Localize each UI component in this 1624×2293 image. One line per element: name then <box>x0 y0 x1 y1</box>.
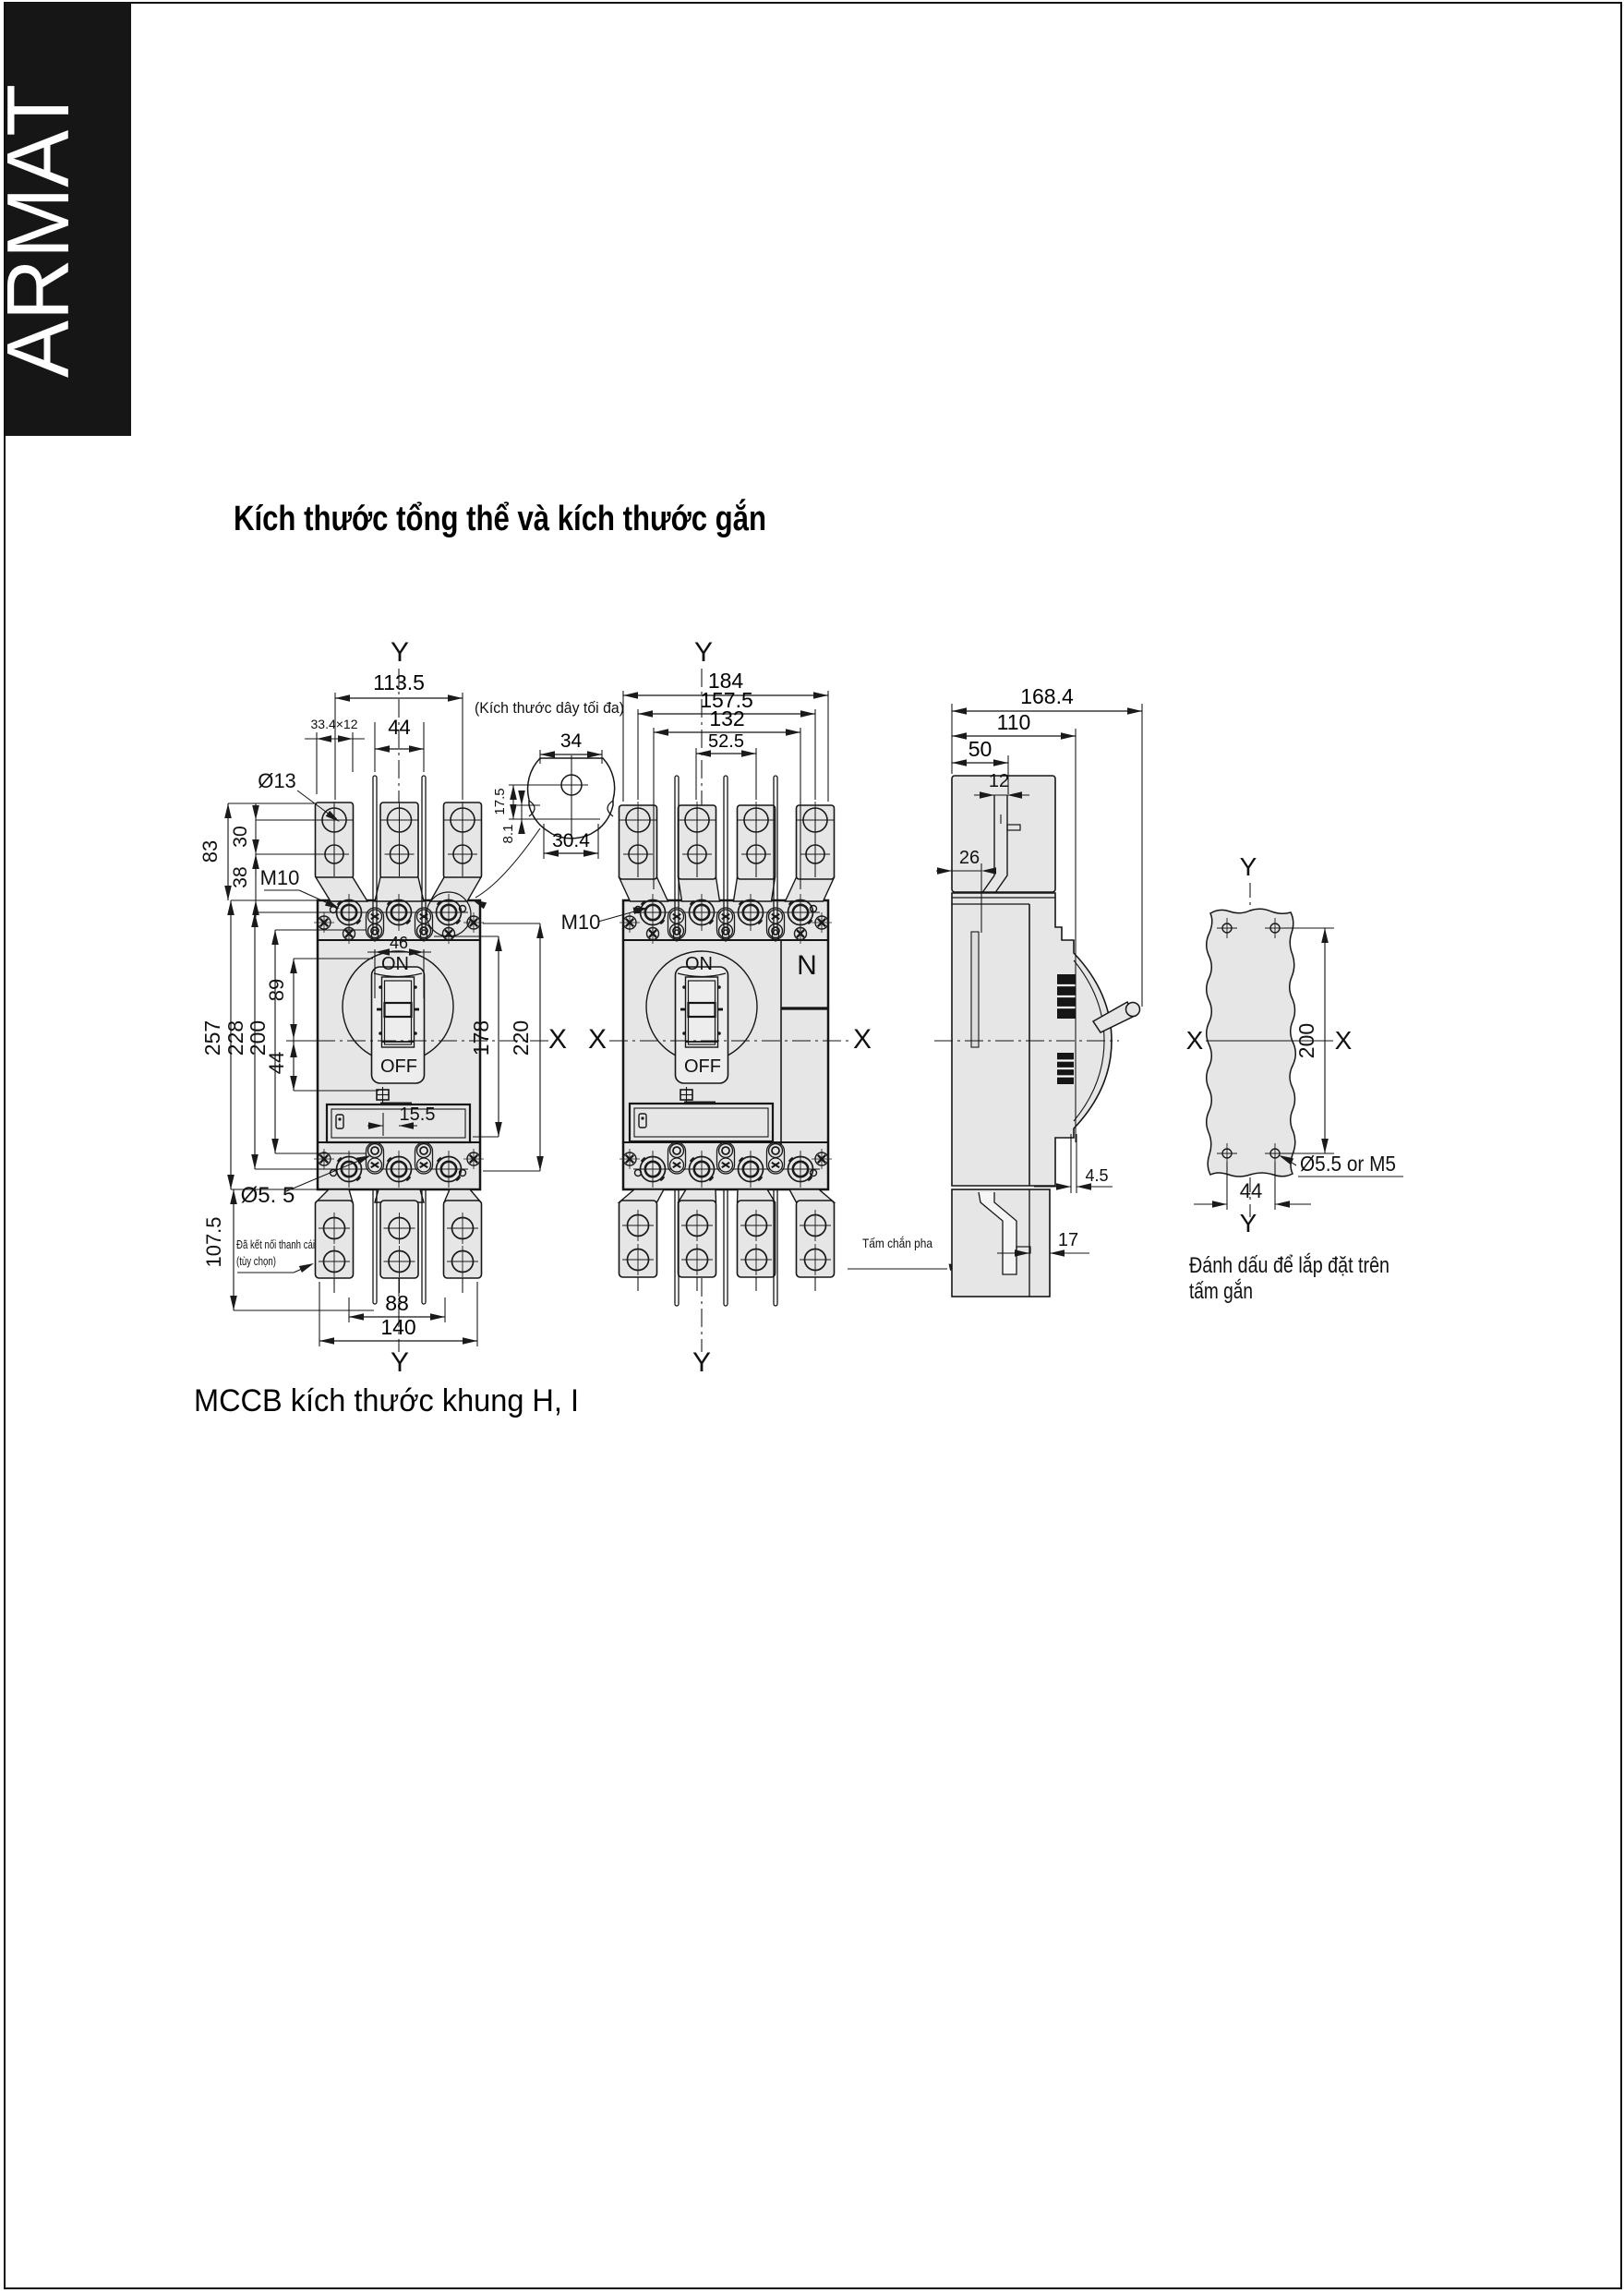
svg-text:Ø13: Ø13 <box>258 769 296 792</box>
svg-text:200: 200 <box>246 1020 270 1056</box>
svg-text:8.1: 8.1 <box>500 825 516 844</box>
svg-text:X: X <box>588 1024 607 1055</box>
svg-text:Ø5.5 or M5: Ø5.5 or M5 <box>1300 1152 1396 1176</box>
svg-text:178: 178 <box>469 1020 493 1056</box>
svg-text:Y: Y <box>1240 1209 1257 1237</box>
svg-text:200: 200 <box>1294 1023 1318 1058</box>
svg-text:140: 140 <box>380 1315 415 1339</box>
svg-text:X: X <box>853 1024 872 1055</box>
svg-text:Ø5. 5: Ø5. 5 <box>241 1183 295 1208</box>
svg-text:89: 89 <box>265 979 288 1001</box>
svg-text:168.4: 168.4 <box>1020 684 1074 708</box>
svg-text:(Kích thước dây tối đa): (Kích thước dây tối đa) <box>475 699 624 717</box>
svg-text:Y: Y <box>692 1347 711 1378</box>
svg-text:83: 83 <box>198 840 222 863</box>
svg-text:184: 184 <box>708 669 744 693</box>
svg-text:17.5: 17.5 <box>492 788 508 815</box>
svg-text:228: 228 <box>223 1020 247 1056</box>
svg-text:ON: ON <box>685 954 713 974</box>
svg-text:15.5: 15.5 <box>400 1104 436 1125</box>
svg-text:26: 26 <box>959 848 980 868</box>
svg-text:88: 88 <box>385 1291 409 1315</box>
svg-text:44: 44 <box>388 716 410 739</box>
svg-text:34: 34 <box>560 730 583 752</box>
svg-text:N: N <box>797 950 817 981</box>
svg-text:30: 30 <box>230 826 251 847</box>
svg-text:17: 17 <box>1058 1230 1078 1250</box>
svg-text:107.5: 107.5 <box>202 1216 225 1267</box>
svg-text:46: 46 <box>390 934 408 952</box>
svg-text:X: X <box>1186 1026 1204 1055</box>
svg-text:44: 44 <box>1240 1179 1262 1202</box>
svg-text:MCCB kích thước khung H, I: MCCB kích thước khung H, I <box>194 1383 579 1418</box>
svg-text:tấm gắn: tấm gắn <box>1189 1279 1253 1304</box>
svg-text:Tấm chắn pha: Tấm chắn pha <box>862 1236 932 1250</box>
svg-text:220: 220 <box>509 1020 533 1056</box>
svg-text:113.5: 113.5 <box>373 670 425 694</box>
svg-text:Kích thước tổng thể và kích th: Kích thước tổng thể và kích thước gắn <box>234 498 766 538</box>
svg-text:ARMAT: ARMAT <box>0 84 88 378</box>
svg-text:Đánh dấu để lắp đặt trên: Đánh dấu để lắp đặt trên <box>1189 1253 1389 1278</box>
svg-text:OFF: OFF <box>380 1056 417 1077</box>
svg-text:ON: ON <box>381 954 409 974</box>
svg-text:Y: Y <box>1240 852 1257 881</box>
svg-text:4.5: 4.5 <box>1085 1166 1108 1185</box>
svg-text:Y: Y <box>391 637 409 668</box>
svg-text:157.5: 157.5 <box>700 688 753 712</box>
svg-text:30.4: 30.4 <box>552 830 590 851</box>
svg-text:50: 50 <box>968 737 992 761</box>
svg-text:M10: M10 <box>561 911 601 934</box>
svg-text:Y: Y <box>391 1347 409 1378</box>
svg-text:12: 12 <box>989 771 1009 791</box>
svg-text:Y: Y <box>694 637 713 668</box>
svg-text:257: 257 <box>200 1020 224 1056</box>
svg-text:33.4×12: 33.4×12 <box>311 717 358 731</box>
svg-text:110: 110 <box>997 710 1031 734</box>
svg-text:M10: M10 <box>260 866 300 889</box>
svg-text:44: 44 <box>265 1052 288 1074</box>
svg-text:38: 38 <box>230 866 251 887</box>
svg-text:52.5: 52.5 <box>708 731 744 752</box>
svg-text:OFF: OFF <box>684 1056 721 1077</box>
svg-text:(tùy chọn): (tùy chọn) <box>236 1254 276 1268</box>
svg-text:132: 132 <box>709 706 744 730</box>
svg-text:X: X <box>1335 1026 1353 1055</box>
svg-text:Đã kết nối thanh cái: Đã kết nối thanh cái <box>236 1237 315 1251</box>
svg-text:X: X <box>548 1024 567 1055</box>
